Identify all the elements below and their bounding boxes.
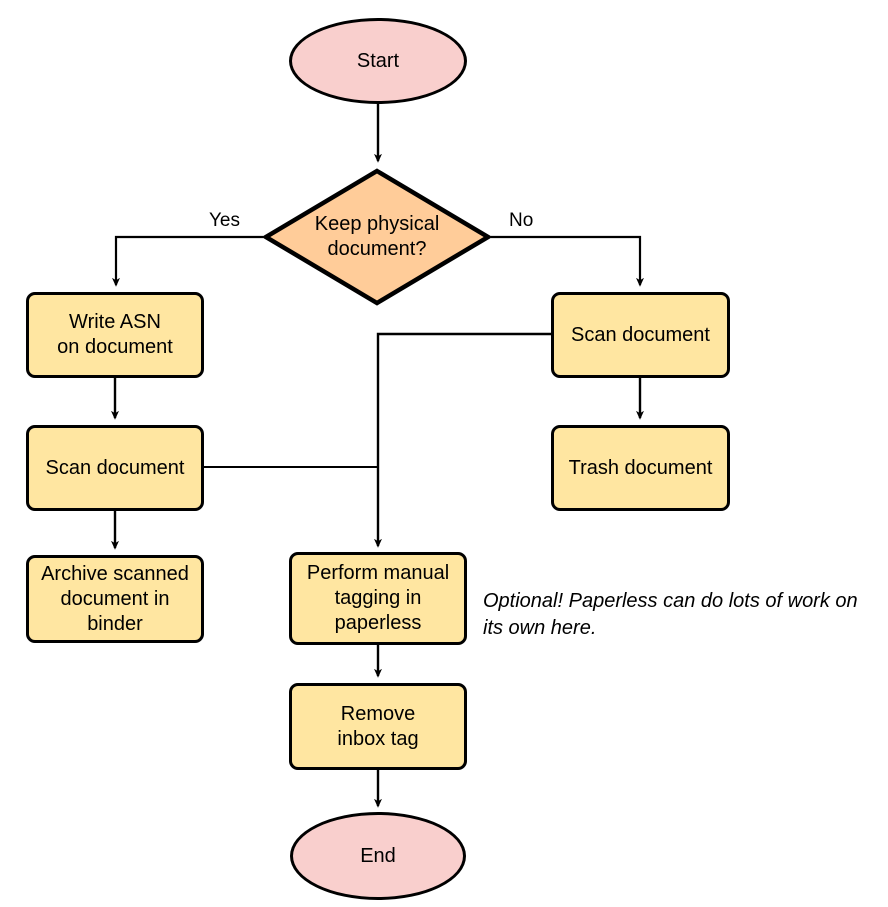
edge-label-yes: Yes bbox=[209, 210, 240, 231]
node-scan-document-left[interactable]: Scan document bbox=[26, 425, 204, 511]
node-keep-physical-document[interactable]: Keep physical document? bbox=[263, 168, 491, 306]
diamond-shape bbox=[263, 168, 491, 306]
node-end-label: End bbox=[360, 844, 396, 867]
edge-label-no: No bbox=[509, 210, 534, 231]
node-write-asn-on-document-label: Write ASN on document bbox=[57, 311, 173, 358]
node-end[interactable]: End bbox=[290, 812, 466, 900]
node-scan-document-right-label: Scan document bbox=[571, 323, 710, 346]
edge-yes-to-write-asn bbox=[112, 235, 263, 287]
edge-scan-right-to-manual-tagging bbox=[374, 332, 551, 548]
annotation-optional-note: Optional! Paperless can do lots of work … bbox=[483, 590, 858, 639]
node-remove-inbox-tag[interactable]: Remove inbox tag bbox=[289, 683, 467, 770]
node-keep-physical-document-label: Keep physical document? bbox=[314, 213, 440, 260]
node-archive-scanned-document[interactable]: Archive scanned document in binder bbox=[26, 555, 204, 643]
node-remove-inbox-tag-label: Remove inbox tag bbox=[337, 702, 419, 750]
node-write-asn-on-document[interactable]: Write ASN on document bbox=[26, 292, 204, 378]
node-perform-manual-tagging[interactable]: Perform manual tagging in paperless bbox=[289, 552, 467, 645]
node-scan-document-left-label: Scan document bbox=[45, 456, 185, 479]
node-archive-scanned-document-label: Archive scanned document in binder bbox=[41, 562, 189, 635]
edge-no-to-scan-right bbox=[491, 235, 644, 287]
node-perform-manual-tagging-label: Perform manual tagging in paperless bbox=[306, 562, 450, 634]
node-scan-document-right[interactable]: Scan document bbox=[551, 292, 730, 378]
node-start-label: Start bbox=[356, 49, 400, 72]
node-trash-document-label: Trash document bbox=[568, 456, 713, 479]
node-trash-document[interactable]: Trash document bbox=[551, 425, 730, 511]
node-start[interactable]: Start bbox=[289, 18, 467, 104]
